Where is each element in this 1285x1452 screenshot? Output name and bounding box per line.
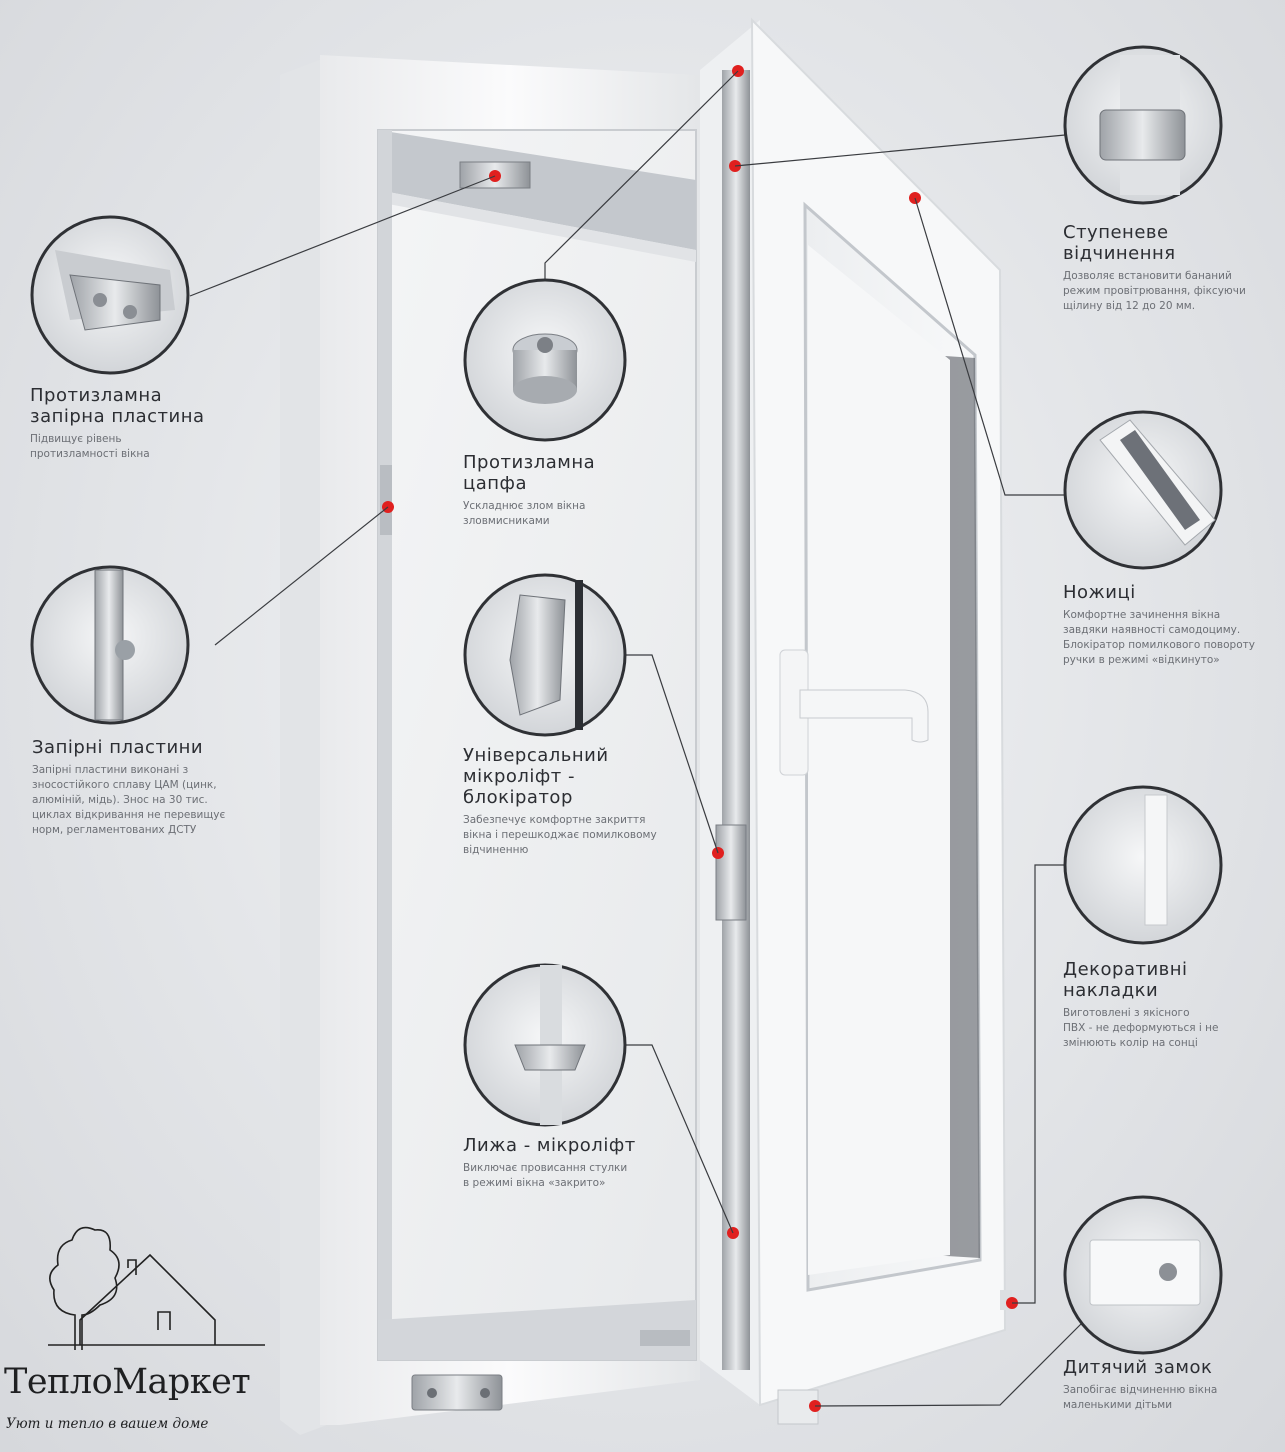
window-sash (700, 17, 1012, 1425)
feature-desc: Виготовлені з якісного ПВХ - не деформую… (1063, 1007, 1219, 1049)
feature-title: Універсальний мікроліфт - блокіратор (463, 745, 609, 808)
detail-ski-microlift (463, 963, 627, 1127)
house-tree-icon (48, 1226, 265, 1350)
feature-desc: Запірні пластини виконані з зносостійког… (32, 764, 226, 836)
detail-pin (463, 278, 627, 442)
detail-strike-plate (30, 215, 190, 375)
feature-anti-burglary-strike-plate: Протизламна запірна пластина Підвищує рі… (30, 385, 205, 462)
detail-strike-plates (30, 565, 190, 725)
leader-lines (189, 70, 1091, 1407)
feature-desc: Забезпечує комфортне закриття вікна і пе… (463, 814, 657, 856)
hardware-fittings (380, 161, 747, 1411)
feature-ski-microlift: Лижа - мікроліфт Виключає провисання сту… (463, 1135, 636, 1191)
feature-universal-microlift: Універсальний мікроліфт - блокіратор Заб… (463, 745, 657, 858)
detail-child-lock (1063, 1195, 1223, 1355)
feature-anti-burglary-pin: Протизламна цапфа Ускладнює злом вікна з… (463, 452, 595, 529)
feature-decorative-covers: Декоративні накладки Виготовлені з якісн… (1063, 959, 1219, 1051)
feature-stepped-opening: Ступеневе відчинення Дозволяє встановити… (1063, 222, 1246, 314)
feature-title: Протизламна цапфа (463, 452, 596, 494)
brand-name: ТеплоМаркет (4, 1362, 251, 1402)
detail-microlift (463, 573, 627, 737)
feature-desc: Запобігає відчиненню вікна маленькими ді… (1063, 1384, 1218, 1411)
feature-title: Протизламна запірна пластина (30, 385, 205, 427)
feature-title: Дитячий замок (1063, 1357, 1213, 1378)
feature-desc: Ускладнює злом вікна зловмисниками (463, 500, 586, 527)
brand-logo: ТеплоМаркет Уют и тепло в вашем доме (0, 1220, 280, 1440)
feature-desc: Виключає провисання стулки в режимі вікн… (463, 1162, 628, 1189)
feature-title: Запірні пластини (32, 737, 204, 758)
feature-title: Лижа - мікроліфт (463, 1135, 636, 1156)
feature-desc: Підвищує рівень протизламності вікна (30, 433, 150, 460)
feature-child-lock: Дитячий замок Запобігає відчиненню вікна… (1063, 1357, 1217, 1413)
detail-decorative-covers (1063, 785, 1223, 945)
feature-strike-plates: Запірні пластини Запірні пластини викона… (32, 737, 225, 838)
feature-title: Декоративні накладки (1063, 959, 1188, 1001)
feature-desc: Дозволяє встановити бананий режим провіт… (1063, 270, 1246, 312)
detail-stepped-opening (1063, 45, 1223, 205)
brand-slogan: Уют и тепло в вашем доме (6, 1416, 209, 1432)
feature-title: Ножиці (1063, 582, 1136, 603)
feature-title: Ступеневе відчинення (1063, 222, 1176, 264)
feature-scissors: Ножиці Комфортне зачинення вікна завдяки… (1063, 582, 1255, 668)
detail-circles (30, 45, 1223, 1355)
detail-scissors (1063, 410, 1223, 570)
feature-desc: Комфортне зачинення вікна завдяки наявно… (1063, 609, 1255, 666)
